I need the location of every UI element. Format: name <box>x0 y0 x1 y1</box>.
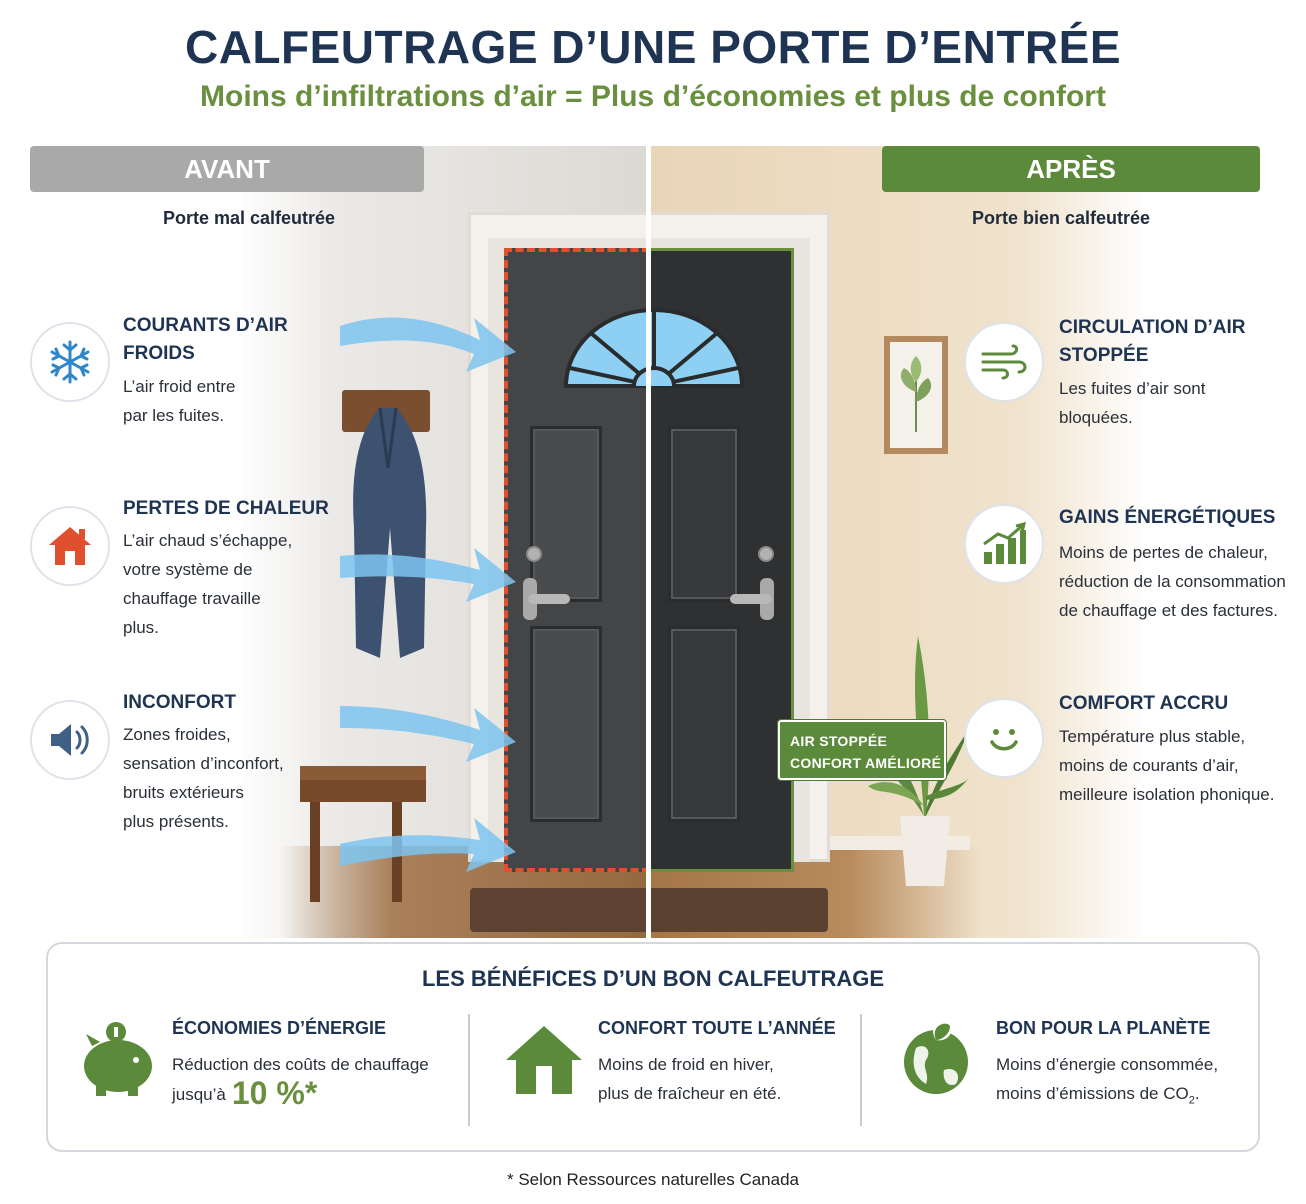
feature-title-line: CIRCULATION D’AIR <box>1059 317 1246 338</box>
feature-body-line: sensation d’inconfort, <box>123 754 284 773</box>
benefit-line: plus de fraîcheur en été. <box>598 1084 782 1103</box>
door-handle-icon <box>528 594 570 604</box>
benefit-3-text: Moins d’énergie consommée, moins d’émiss… <box>996 1050 1218 1115</box>
deadbolt-icon <box>526 546 542 562</box>
feature-body-line: votre système de <box>123 560 253 579</box>
feature-body-line: bloquées. <box>1059 408 1133 427</box>
co2-subscript: 2 <box>1188 1094 1195 1107</box>
cold-air-arrow-icon <box>340 317 516 372</box>
benefit-separator <box>860 1014 862 1126</box>
feature-body-line: par les fuites. <box>123 406 225 425</box>
feature-body-line: bruits extérieurs <box>123 783 244 802</box>
door-panel <box>668 426 740 602</box>
bar-chart-icon <box>964 504 1044 584</box>
feature-body-line: Température plus stable, <box>1059 727 1246 746</box>
wind-icon <box>964 322 1044 402</box>
comfort-improved-line: CONFORT AMÉLIORÉ <box>790 755 942 771</box>
doormat <box>470 888 650 932</box>
benefit-line: Moins de froid en hiver, <box>598 1055 774 1074</box>
before-feature-1-title: COURANTS D’AIR FROIDS <box>123 312 288 368</box>
feature-body-line: Zones froides, <box>123 725 231 744</box>
feature-body-line: L’air froid entre <box>123 377 236 396</box>
air-stopped-line: AIR STOPPÉE <box>790 733 888 749</box>
benefits-title: LES BÉNÉFICES D’UN BON CALFEUTRAGE <box>421 966 885 991</box>
snowflake-icon <box>30 322 110 402</box>
coat-illustration <box>353 408 427 658</box>
after-caption: Porte bien calfeutrée <box>972 208 1151 228</box>
benefit-line: moins d’émissions de CO2. <box>996 1079 1218 1115</box>
feature-body-line: L’air chaud s’échappe, <box>123 531 293 550</box>
savings-percent: 10 %* <box>231 1075 318 1111</box>
piggy-bank-icon <box>84 1022 152 1096</box>
door-panel <box>530 426 602 602</box>
benefits-panel: LES BÉNÉFICES D’UN BON CALFEUTRAGE ÉCONO… <box>46 942 1260 1152</box>
door-window-icon <box>564 308 744 388</box>
before-feature-1-body: L’air froid entre par les fuites. <box>123 372 235 430</box>
feature-body-line: plus présents. <box>123 812 229 831</box>
benefit-line: jusqu’à 10 %* <box>172 1077 429 1109</box>
before-badge: AVANT <box>30 146 424 192</box>
after-feature-1-body: Les fuites d’air sont bloquées. <box>1059 374 1205 432</box>
before-feature-3-title: INCONFORT <box>123 692 236 713</box>
benefit-line: Moins d’énergie consommée, <box>996 1055 1219 1074</box>
feature-title-line: STOPPÉE <box>1059 345 1149 366</box>
after-feature-2-title: GAINS ÉNERGÉTIQUES <box>1059 507 1276 528</box>
benefit-line-prefix: jusqu’à <box>172 1085 226 1104</box>
benefit-3-title: BON POUR LA PLANÈTE <box>996 1018 1211 1038</box>
before-caption: Porte mal calfeutrée <box>163 208 336 228</box>
benefit-separator <box>468 1014 470 1126</box>
door-illustration: AVANT APRÈS Porte mal calfeutrée Porte b… <box>0 146 1306 938</box>
page-title: CALFEUTRAGE D’UNE PORTE D’ENTRÉE <box>184 21 1122 73</box>
feature-body-line: chauffage travaille <box>123 589 261 608</box>
door-panel <box>530 626 602 822</box>
benefit-2-title: CONFORT TOUTE L’ANNÉE <box>598 1018 836 1038</box>
cold-air-arrow-icon <box>340 706 516 762</box>
speaker-icon <box>30 700 110 780</box>
before-feature-3-body: Zones froides, sensation d’inconfort, br… <box>123 720 284 836</box>
door-handle-icon <box>730 594 772 604</box>
smiley-icon <box>964 698 1044 778</box>
before-after-divider <box>646 146 651 938</box>
air-stopped-badge: AIR STOPPÉE CONFORT AMÉLIORÉ <box>777 719 947 781</box>
after-feature-3-body: Température plus stable, moins de couran… <box>1059 722 1274 809</box>
page-subtitle: Moins d’infiltrations d’air = Plus d’éco… <box>200 80 1106 113</box>
after-feature-1-title: CIRCULATION D’AIR STOPPÉE <box>1059 314 1245 370</box>
doormat <box>650 888 828 932</box>
feature-body-line: meilleure isolation phonique. <box>1059 785 1275 804</box>
globe-leaf-icon <box>904 1021 968 1094</box>
feature-title-line: FROIDS <box>123 343 195 364</box>
feature-title-line: COURANTS D’AIR <box>123 315 288 336</box>
door-panel <box>668 626 740 822</box>
leaf-art-icon <box>900 356 932 432</box>
after-badge: APRÈS <box>882 146 1260 192</box>
feature-body-line: plus. <box>123 618 159 637</box>
cold-air-arrow-icon <box>340 818 516 872</box>
emissions-text: moins d’émissions de CO <box>996 1084 1189 1103</box>
feature-body-line: réduction de la consommation <box>1059 572 1286 591</box>
feature-body-line: moins de courants d’air, <box>1059 756 1239 775</box>
benefit-1-title: ÉCONOMIES D’ÉNERGIE <box>172 1018 387 1038</box>
benefit-line: Réduction des coûts de chauffage <box>172 1055 429 1074</box>
house-heat-icon <box>30 506 110 586</box>
feature-body-line: Les fuites d’air sont <box>1059 379 1206 398</box>
benefit-1-text: Réduction des coûts de chauffage jusqu’à… <box>172 1050 429 1109</box>
framed-picture <box>884 336 948 454</box>
feature-body-line: Moins de pertes de chaleur, <box>1059 543 1268 562</box>
before-feature-2-title: PERTES DE CHALEUR <box>123 498 329 519</box>
source-footnote: * Selon Ressources naturelles Canada <box>506 1170 799 1189</box>
after-feature-3-title: COMFORT ACCRU <box>1059 693 1229 714</box>
feature-body-line: de chauffage et des factures. <box>1059 601 1278 620</box>
house-icon <box>506 1026 582 1094</box>
deadbolt-icon <box>758 546 774 562</box>
cold-air-arrow-icon <box>340 548 516 602</box>
before-feature-2-body: L’air chaud s’échappe, votre système de … <box>123 526 292 642</box>
after-feature-2-body: Moins de pertes de chaleur, réduction de… <box>1059 538 1286 625</box>
benefit-2-text: Moins de froid en hiver, plus de fraîche… <box>598 1050 781 1108</box>
emissions-suffix: . <box>1194 1084 1200 1103</box>
